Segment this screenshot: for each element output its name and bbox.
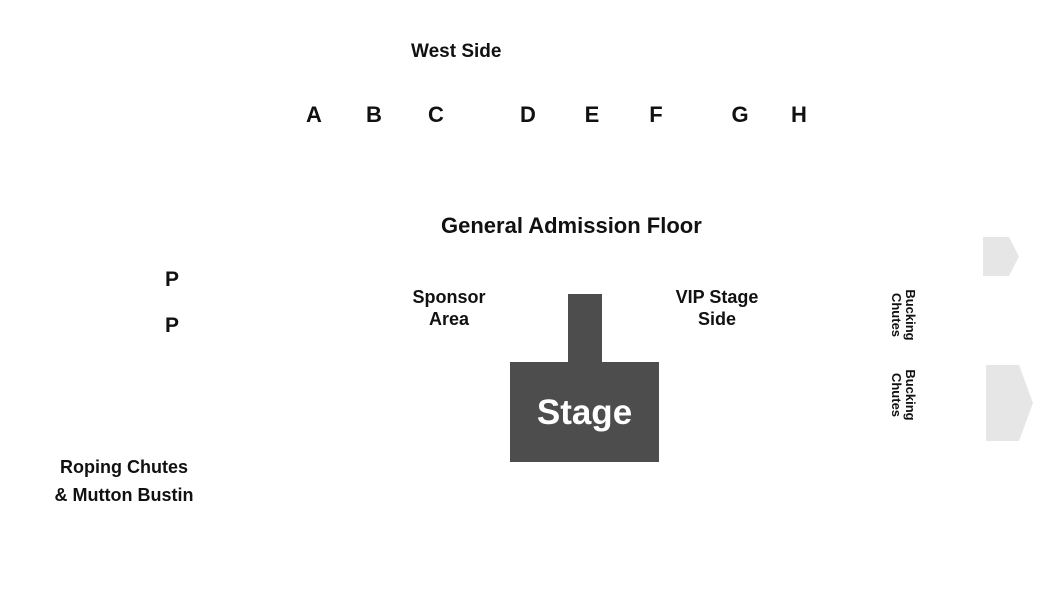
- section-e[interactable]: E: [584, 102, 600, 127]
- section-b[interactable]: B: [366, 102, 382, 127]
- bucking-chutes-1-line1: Bucking: [903, 289, 918, 341]
- stage[interactable]: Stage: [510, 362, 659, 462]
- roping-chutes[interactable]: Roping Chutes & Mutton Bustin: [34, 456, 214, 506]
- west-side-label: West Side: [411, 41, 502, 62]
- bucking-chute-shape-1[interactable]: [983, 237, 1019, 276]
- general-admission-floor-label[interactable]: General Admission Floor: [441, 213, 702, 238]
- roping-chutes-line1: Roping Chutes: [60, 457, 188, 477]
- section-a[interactable]: A: [306, 102, 322, 127]
- vip-stage-side-line1: VIP Stage: [675, 287, 759, 307]
- section-d[interactable]: D: [520, 102, 536, 127]
- bucking-chutes-2-line2: Chutes: [889, 372, 904, 418]
- stage-runway[interactable]: [568, 294, 602, 364]
- section-g[interactable]: G: [731, 102, 749, 127]
- sponsor-area-line2: Area: [428, 309, 470, 329]
- bucking-chute-shape-2[interactable]: [986, 365, 1033, 441]
- section-f[interactable]: F: [649, 102, 663, 127]
- parking-marker-1[interactable]: P: [164, 268, 179, 291]
- vip-stage-side-line2: Side: [697, 309, 736, 329]
- bucking-chutes-label-1[interactable]: Bucking Chutes: [889, 285, 918, 345]
- sponsor-area[interactable]: Sponsor Area: [399, 286, 499, 330]
- parking-marker-2[interactable]: P: [164, 314, 179, 337]
- roping-chutes-line2: & Mutton Bustin: [54, 485, 194, 505]
- bucking-chutes-2-line1: Bucking: [903, 369, 918, 421]
- stage-label: Stage: [536, 392, 633, 432]
- section-h[interactable]: H: [791, 102, 807, 127]
- bucking-chutes-label-2[interactable]: Bucking Chutes: [889, 365, 918, 425]
- bucking-chutes-1-line2: Chutes: [889, 292, 904, 338]
- section-c[interactable]: C: [428, 102, 444, 127]
- vip-stage-side[interactable]: VIP Stage Side: [662, 286, 772, 330]
- sponsor-area-line1: Sponsor: [412, 287, 486, 307]
